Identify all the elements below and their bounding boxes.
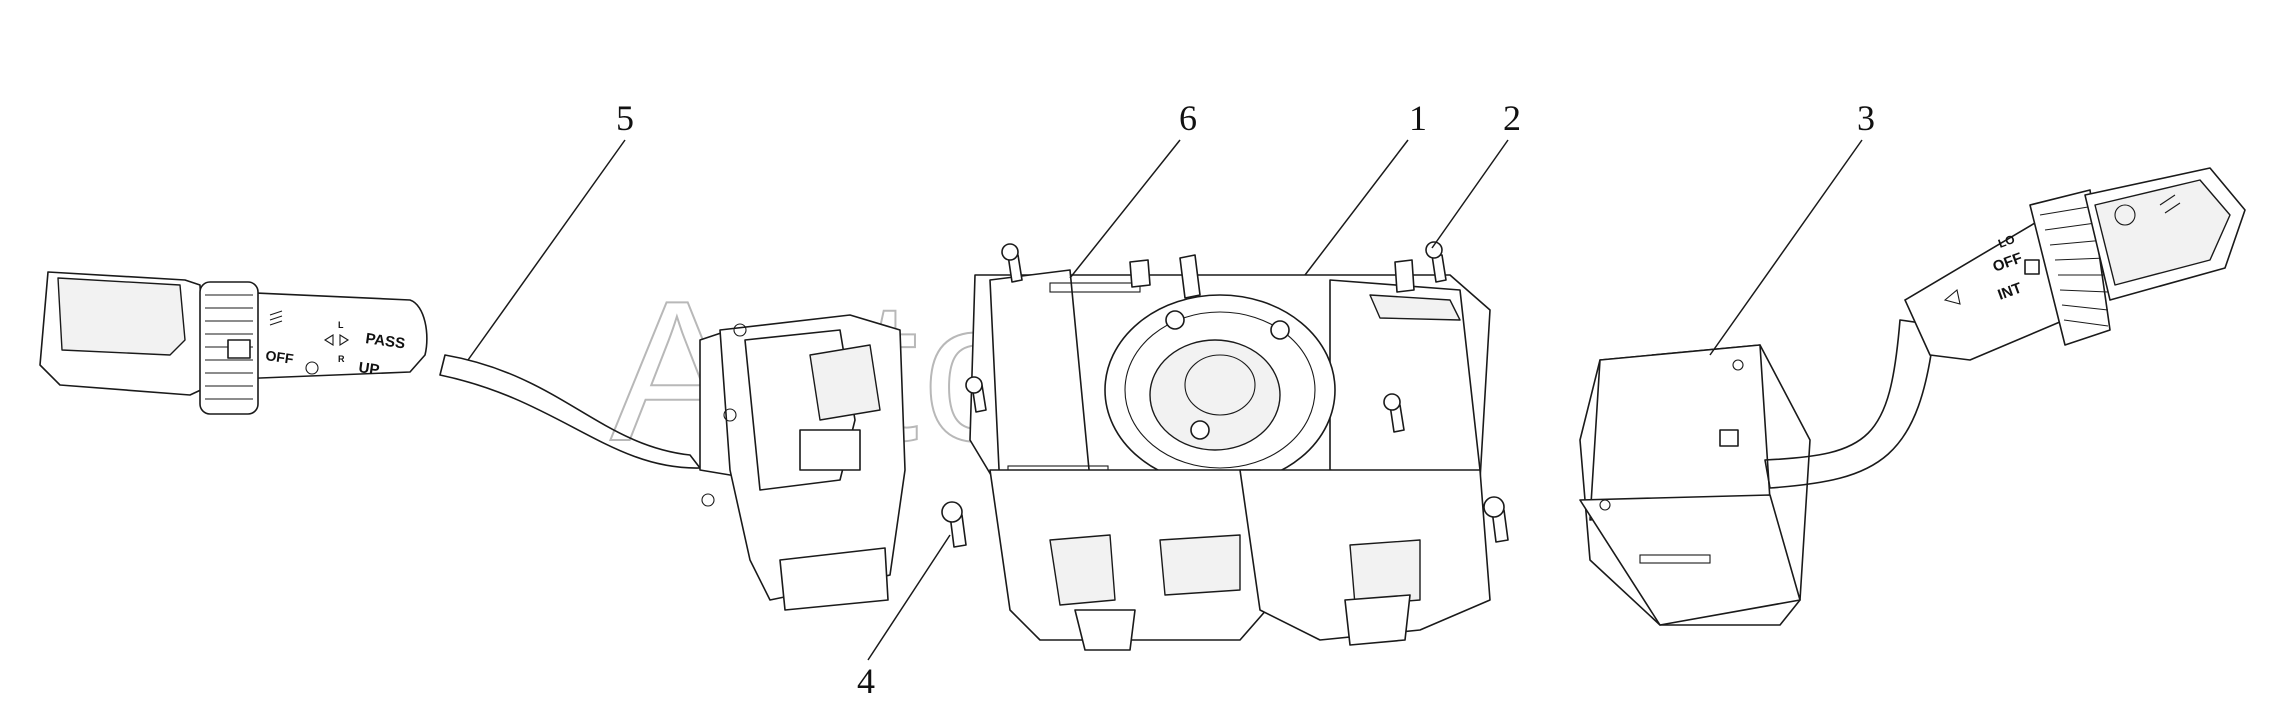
leader-lines — [467, 139, 1863, 661]
up-label: UP — [357, 359, 380, 379]
wiper-switch-stalk: OFF INT LO — [1764, 167, 2246, 489]
l-label: L — [338, 320, 344, 330]
callout-6: 6 — [1179, 98, 1197, 138]
pass-label: PASS — [364, 330, 406, 352]
main-switch-body — [969, 254, 1491, 651]
left-switch-housing — [699, 314, 906, 611]
clock-spring — [1104, 294, 1336, 486]
screw — [941, 501, 967, 548]
turn-signal-arrows-icon — [323, 334, 350, 346]
screw — [1001, 243, 1023, 283]
callout-4: 4 — [857, 661, 875, 701]
off-label: OFF — [265, 347, 295, 367]
callout-5: 5 — [616, 98, 634, 138]
screw — [965, 376, 987, 413]
callout-3: 3 — [1857, 98, 1875, 138]
wiper-switch-housing — [1579, 344, 1811, 626]
callout-2: 2 — [1503, 98, 1521, 138]
washer-symbol-icon — [2114, 194, 2181, 226]
wiper-symbol-icon — [1943, 288, 1961, 305]
parking-light-symbol-icon — [305, 361, 319, 375]
light-switch-stalk: PASS UP OFF L R — [39, 271, 701, 469]
r-label: R — [338, 354, 345, 364]
headlight-symbol-icon — [269, 310, 283, 326]
screw — [1483, 496, 1509, 543]
callout-1: 1 — [1409, 98, 1427, 138]
screw — [1383, 393, 1405, 433]
lo-label: LO — [1996, 232, 2016, 251]
screw — [1425, 241, 1447, 283]
